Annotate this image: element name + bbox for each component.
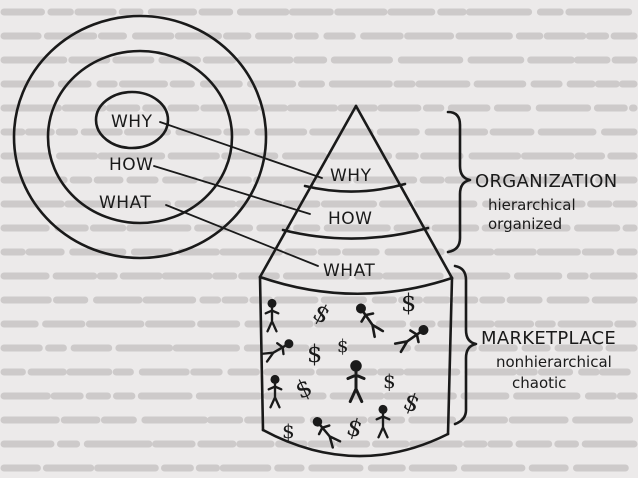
stick-figure [346,360,366,404]
organization-title: ORGANIZATION [475,171,618,192]
connector-why [159,121,323,179]
organization-line2: organized [488,215,562,233]
connector-how [153,165,311,215]
dollar-sign: $ [344,412,366,443]
cone-band-how [281,226,430,240]
stick-figure [267,374,283,409]
organization-annotation: ORGANIZATION hierarchical organized [446,110,618,254]
stick-figure [355,303,385,339]
circle-outer-ring [12,14,268,260]
dollar-sign: $ [291,373,317,405]
organization-line1: hierarchical [488,196,576,214]
cylinder-top-ellipse [258,275,454,296]
stick-figure [312,417,342,449]
marketplace-line1: nonhierarchical [496,353,612,371]
cone-band-why [303,182,407,193]
circle-how-label: HOW [109,155,153,175]
golden-circle: WHY HOW WHAT [12,14,268,260]
circle-why-label: WHY [111,112,153,132]
marketplace-contents: $ $ $ $ $ $ $ $ $ [261,289,429,449]
circle-middle-ring [46,49,234,225]
circle-what-label: WHAT [99,193,151,213]
marketplace-title: MARKETPLACE [481,328,616,349]
stick-figure [393,324,429,354]
organization-cone: WHY HOW WHAT [258,104,454,281]
dollar-sign: $ [401,289,416,317]
connector-what [165,204,319,267]
marketplace-brace [453,264,478,426]
marketplace-annotation: MARKETPLACE nonhierarchical chaotic [453,264,616,426]
cylinder-bottom-curve [261,428,450,458]
dollar-sign: $ [308,298,335,330]
dollar-sign: $ [282,419,295,443]
dollar-sign: $ [383,369,396,393]
connector-lines [153,121,323,267]
organization-brace [446,110,472,254]
cone-how-label: HOW [328,209,372,229]
cone-right-edge [354,104,454,280]
marketplace-line2: chaotic [512,374,566,392]
cone-left-edge [258,104,358,279]
dollar-sign: $ [307,340,322,368]
cone-why-label: WHY [330,166,372,186]
dollar-sign: $ [337,336,348,357]
stick-figure [375,404,391,439]
stick-figure [264,298,280,333]
circle-inner-ring [94,90,170,150]
dollar-sign: $ [400,387,424,419]
cylinder-right-wall [446,276,454,436]
cone-what-label: WHAT [323,261,375,281]
stick-figure [261,339,294,363]
